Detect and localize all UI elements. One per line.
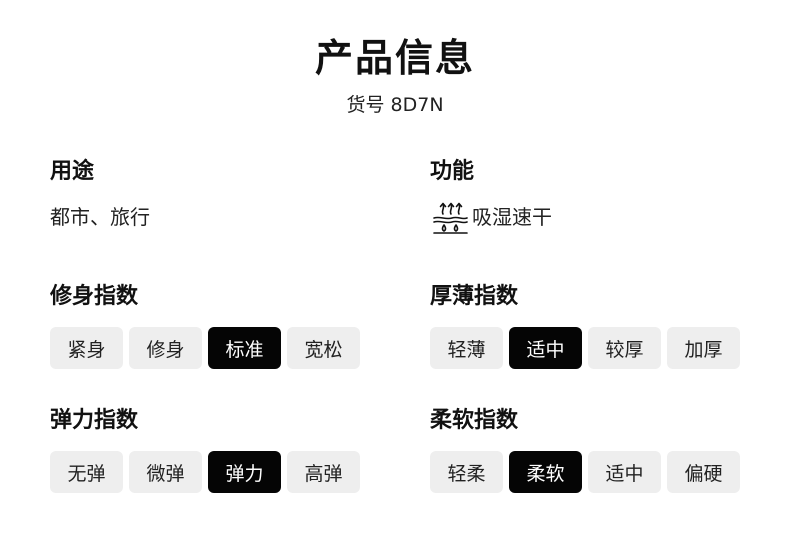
thickness-option-thin[interactable]: 轻薄 <box>430 327 503 369</box>
page-title: 产品信息 <box>314 36 475 80</box>
fit-index-heading: 修身指数 <box>50 284 139 309</box>
thickness-index-heading: 厚薄指数 <box>430 284 519 309</box>
moisture-wicking-icon <box>430 197 470 237</box>
usage-value: 都市、旅行 <box>50 205 150 229</box>
function-heading: 功能 <box>430 159 475 184</box>
sku-text: 货号 8D7N <box>346 94 444 116</box>
function-value: 吸湿速干 <box>472 205 552 229</box>
fit-index-options: 紧身 修身 标准 宽松 <box>50 327 360 369</box>
usage-heading: 用途 <box>50 159 95 184</box>
thickness-index-options: 轻薄 适中 较厚 加厚 <box>430 327 740 369</box>
softness-option-medium[interactable]: 适中 <box>588 451 661 493</box>
elasticity-option-high[interactable]: 高弹 <box>287 451 360 493</box>
fit-option-loose[interactable]: 宽松 <box>287 327 360 369</box>
softness-option-soft[interactable]: 柔软 <box>509 451 582 493</box>
elasticity-option-none[interactable]: 无弹 <box>50 451 123 493</box>
softness-index-heading: 柔软指数 <box>430 408 519 433</box>
fit-option-slim[interactable]: 修身 <box>129 327 202 369</box>
elasticity-index-heading: 弹力指数 <box>50 408 139 433</box>
elasticity-option-slight[interactable]: 微弹 <box>129 451 202 493</box>
elasticity-index-options: 无弹 微弹 弹力 高弹 <box>50 451 360 493</box>
fit-option-tight[interactable]: 紧身 <box>50 327 123 369</box>
elasticity-option-stretch[interactable]: 弹力 <box>208 451 281 493</box>
thickness-option-medium[interactable]: 适中 <box>509 327 582 369</box>
thickness-option-extra-thick[interactable]: 加厚 <box>667 327 740 369</box>
thickness-option-thick[interactable]: 较厚 <box>588 327 661 369</box>
fit-option-regular[interactable]: 标准 <box>208 327 281 369</box>
function-row: 吸湿速干 <box>430 197 552 237</box>
softness-index-options: 轻柔 柔软 适中 偏硬 <box>430 451 740 493</box>
softness-option-light-soft[interactable]: 轻柔 <box>430 451 503 493</box>
softness-option-firm[interactable]: 偏硬 <box>667 451 740 493</box>
